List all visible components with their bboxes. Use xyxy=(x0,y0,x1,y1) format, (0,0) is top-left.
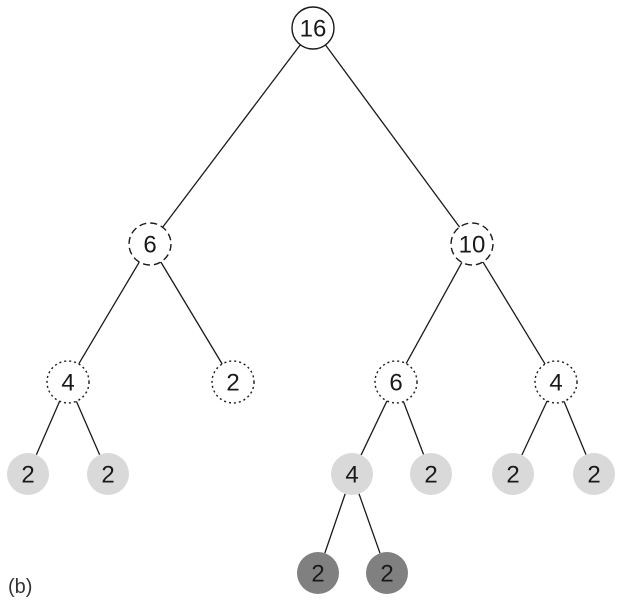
node-value: 2 xyxy=(101,462,114,489)
node-circle xyxy=(128,222,172,266)
edge-n6b-l3 xyxy=(402,401,425,455)
tree-node-n4b: 4 xyxy=(534,360,578,404)
edge-n16-n10 xyxy=(324,44,461,228)
edge-n4c-d2 xyxy=(358,493,381,554)
edge-n16-n6a xyxy=(162,44,301,228)
node-value: 4 xyxy=(549,370,562,397)
tree-node-n10: 10 xyxy=(450,222,494,266)
node-value: 6 xyxy=(143,232,156,259)
edge-n4a-l1 xyxy=(35,400,61,456)
node-value: 4 xyxy=(345,462,358,489)
panel-label: (b) xyxy=(8,576,33,598)
node-circle xyxy=(450,222,494,266)
node-value: 2 xyxy=(424,462,437,489)
tree-node-l2: 2 xyxy=(87,453,129,495)
node-value: 2 xyxy=(226,370,239,397)
node-value: 2 xyxy=(21,462,34,489)
nodes: 16 6 10 4 2 6 4 2 2 4 2 2 2 2 2 xyxy=(7,6,615,594)
edge-n4c-d1 xyxy=(324,493,346,554)
edge-n10-n6b xyxy=(405,262,463,364)
edge-n6b-n4c xyxy=(360,400,388,456)
tree-node-d1: 2 xyxy=(297,552,339,594)
node-circle xyxy=(291,6,335,50)
tree-node-n16: 16 xyxy=(291,6,335,50)
node-circle xyxy=(87,453,129,495)
node-circle xyxy=(7,453,49,495)
tree-node-n4a: 4 xyxy=(46,360,90,404)
node-circle xyxy=(46,360,90,404)
tree-node-n2a: 2 xyxy=(211,360,255,404)
node-value: 2 xyxy=(587,462,600,489)
node-value: 4 xyxy=(61,370,74,397)
tree-node-l5: 2 xyxy=(573,453,615,495)
tree-node-d2: 2 xyxy=(366,552,408,594)
node-value: 10 xyxy=(459,232,486,259)
node-circle xyxy=(492,453,534,495)
tree-node-n6b: 6 xyxy=(374,360,418,404)
edges xyxy=(35,44,587,554)
node-value: 6 xyxy=(389,370,402,397)
tree-node-n6a: 6 xyxy=(128,222,172,266)
edge-n4b-l5 xyxy=(563,401,587,455)
node-circle xyxy=(331,453,373,495)
node-value: 2 xyxy=(380,561,393,588)
node-circle xyxy=(573,453,615,495)
tree-node-n4c: 4 xyxy=(331,453,373,495)
node-circle xyxy=(374,360,418,404)
node-circle xyxy=(211,360,255,404)
node-circle xyxy=(297,552,339,594)
node-value: 2 xyxy=(311,561,324,588)
tree-node-l4: 2 xyxy=(492,453,534,495)
tree-node-l3: 2 xyxy=(410,453,452,495)
node-circle xyxy=(534,360,578,404)
edge-n4a-l2 xyxy=(75,400,101,456)
node-circle xyxy=(410,453,452,495)
edge-n4b-l4 xyxy=(521,400,548,456)
edge-n10-n4b xyxy=(482,261,546,365)
node-value: 2 xyxy=(506,462,519,489)
node-circle xyxy=(366,552,408,594)
tree-node-l1: 2 xyxy=(7,453,49,495)
edge-n6a-n4a xyxy=(78,261,140,365)
edge-n6a-n2a xyxy=(160,261,223,365)
node-value: 16 xyxy=(300,16,327,43)
